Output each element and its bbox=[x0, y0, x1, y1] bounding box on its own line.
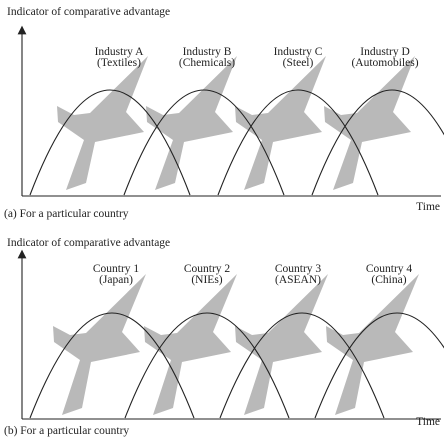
stage-label: Country 2 (NIEs) bbox=[157, 263, 257, 286]
curve-3 bbox=[217, 89, 379, 196]
stage-sub: (Automobiles) bbox=[351, 57, 419, 69]
stage-label: Industry D (Automobiles) bbox=[335, 46, 435, 69]
stage-label: Country 3 (ASEAN) bbox=[248, 263, 348, 286]
goose-4 bbox=[326, 274, 419, 415]
goose-2 bbox=[144, 274, 237, 415]
stage-name: Industry A bbox=[94, 46, 144, 58]
stage-name: Industry C bbox=[273, 46, 323, 58]
curve-4 bbox=[311, 89, 444, 196]
x-axis-label: Time bbox=[416, 416, 440, 428]
panel-b: Indicator of comparative advantage Count… bbox=[0, 232, 444, 439]
stage-sub: (Chemicals) bbox=[178, 57, 236, 69]
panel-b-diagram bbox=[17, 249, 444, 420]
caption: (b) For a particular country bbox=[4, 425, 130, 437]
x-axis-label: Time bbox=[416, 201, 440, 213]
curve-1 bbox=[29, 89, 191, 196]
stage-sub: (NIEs) bbox=[191, 274, 223, 286]
stage-name: Industry D bbox=[360, 46, 410, 58]
stage-sub: (ASEAN) bbox=[275, 274, 321, 286]
goose-2 bbox=[146, 56, 237, 190]
curve-4 bbox=[314, 312, 444, 419]
stage-name: Country 2 bbox=[183, 263, 231, 275]
curve-3 bbox=[219, 312, 385, 419]
curve-2 bbox=[123, 89, 285, 196]
curve-1 bbox=[29, 312, 195, 419]
stage-sub: (Textiles) bbox=[97, 57, 141, 69]
stage-name: Country 1 bbox=[92, 263, 140, 275]
y-axis-label: Indicator of comparative advantage bbox=[7, 237, 171, 249]
stage-label: Industry A (Textiles) bbox=[69, 46, 169, 69]
stage-sub: (China) bbox=[371, 274, 407, 286]
stage-label: Industry B (Chemicals) bbox=[157, 46, 257, 69]
stage-label: Country 4 (China) bbox=[339, 263, 439, 286]
goose-1 bbox=[57, 56, 148, 190]
stage-sub: (Steel) bbox=[282, 57, 314, 69]
caption: (a) For a particular country bbox=[4, 208, 129, 220]
stage-label: Country 1 (Japan) bbox=[66, 263, 166, 286]
stage-name: Country 4 bbox=[365, 263, 413, 275]
stage-label: Industry C (Steel) bbox=[248, 46, 348, 69]
goose-4 bbox=[324, 56, 415, 190]
goose-1 bbox=[53, 274, 146, 415]
goose-3 bbox=[235, 274, 328, 415]
stage-sub: (Japan) bbox=[99, 274, 133, 286]
panel-a-diagram bbox=[17, 25, 444, 197]
goose-3 bbox=[235, 56, 326, 190]
panel-a: Indicator of comparative advantage Indus… bbox=[4, 6, 444, 220]
stage-name: Industry B bbox=[182, 46, 232, 58]
stage-name: Country 3 bbox=[274, 263, 322, 275]
curve-2 bbox=[124, 312, 290, 419]
y-axis-label: Indicator of comparative advantage bbox=[7, 6, 171, 18]
